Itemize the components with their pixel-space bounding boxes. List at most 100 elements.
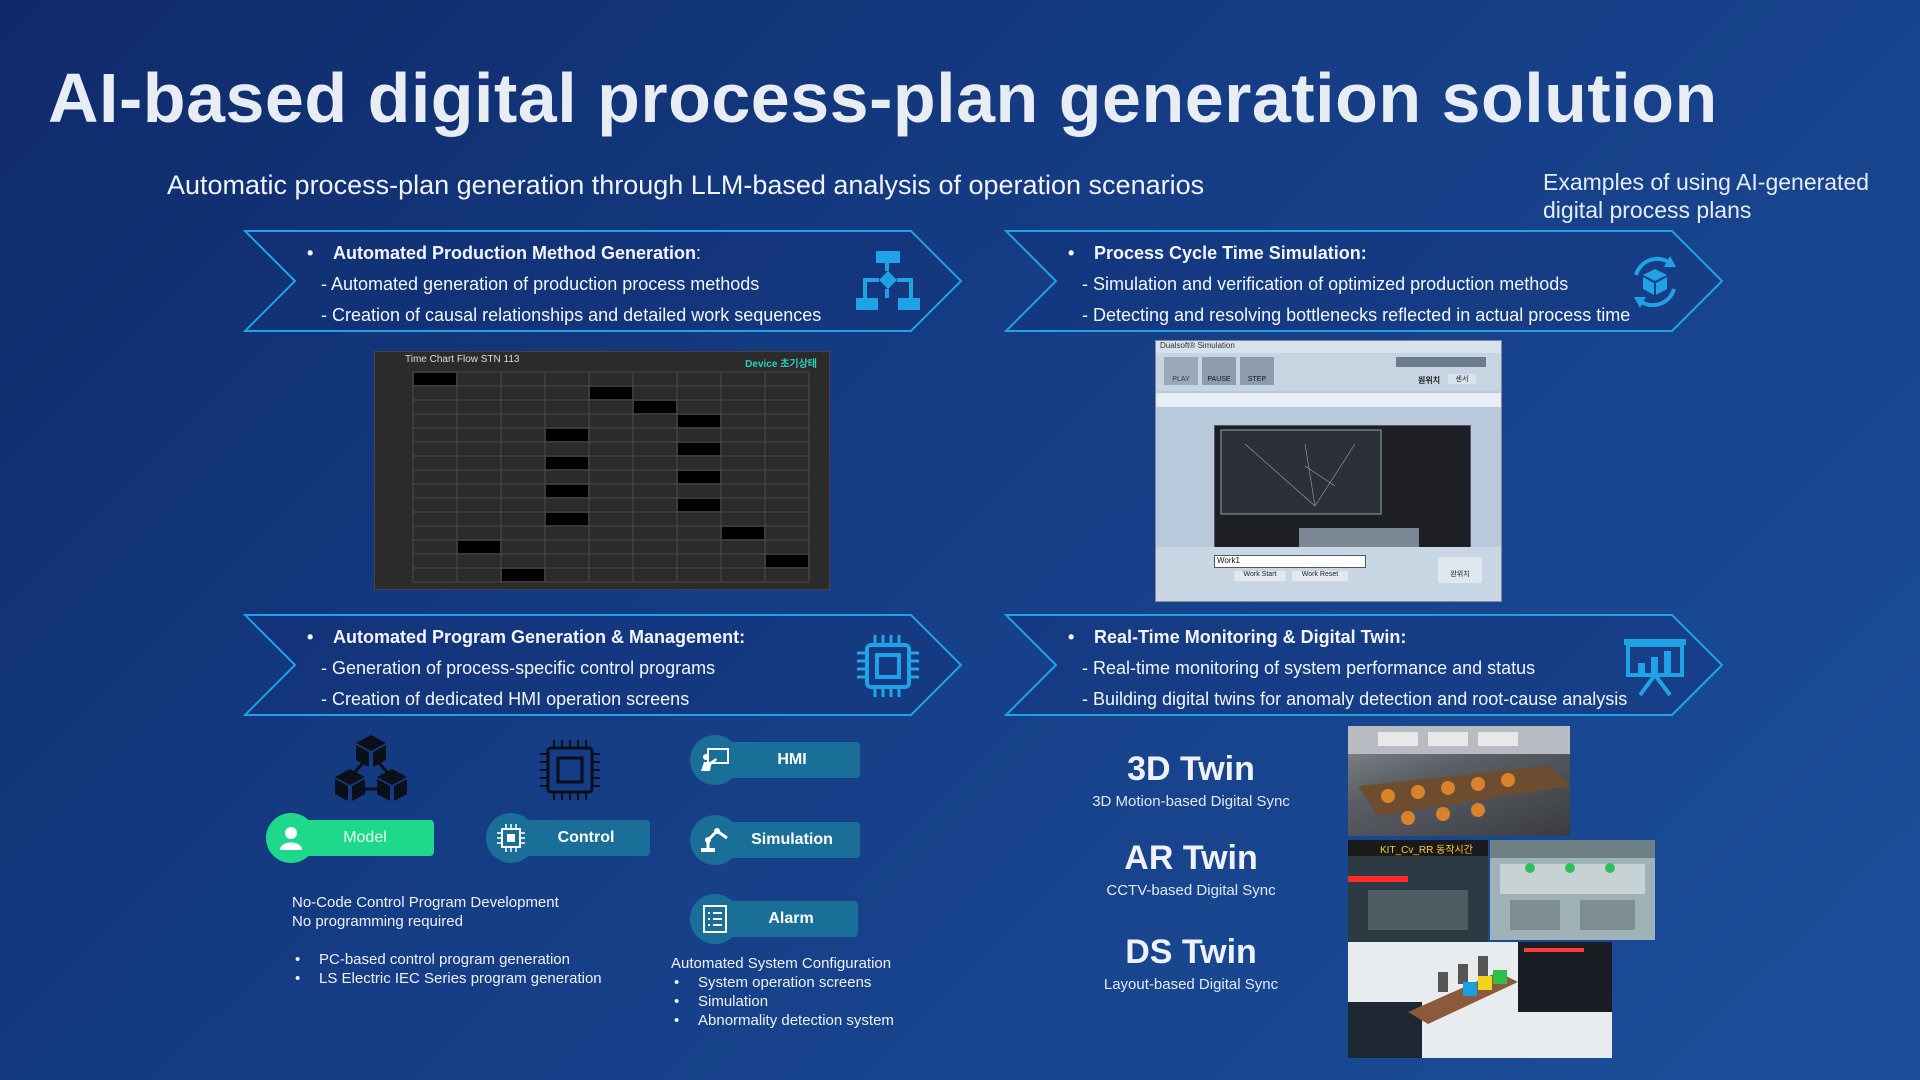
chevron-shape [1004,614,1724,716]
timeline-block [722,527,764,539]
sim-done-button[interactable]: 완위치 [1438,557,1482,583]
autoconfig-item: Simulation [671,992,894,1011]
card-heading: Real-Time Monitoring & Digital Twin: [1094,627,1407,647]
autoconfig-item: Abnormality detection system [671,1011,894,1030]
twin-name: DS Twin [1125,933,1257,971]
nocode-note: No-Code Control Program Development No p… [292,893,602,988]
nocode-line2: No programming required [292,913,463,930]
time-chart-grid [412,371,810,583]
play-button[interactable]: PLAY [1164,357,1198,385]
presentation-chart-icon [1624,639,1686,697]
timeline-block [678,443,720,455]
sim-diagram [1220,429,1419,548]
robot-arm-icon [690,815,740,865]
chevron-shape [243,230,963,332]
timeline-block [678,471,720,483]
timeline-block [546,429,588,441]
twin-name: AR Twin [1124,839,1258,877]
nocode-item: PC-based control program generation [292,950,602,969]
page-subtitle: Automatic process-plan generation throug… [167,170,1205,200]
sim-home-label: 원위치 [1418,376,1441,385]
timeline-block [590,387,632,399]
twin-name: 3D Twin [1127,750,1255,788]
card-line: - Automated generation of production pro… [321,274,760,294]
ds-twin-image [1348,942,1612,1058]
robot-line-illustration [1348,726,1570,825]
time-chart-device: Device 초기상태 [745,359,817,370]
model-label: Model [343,829,387,846]
chevron-shape [1004,230,1724,332]
card-line: - Real-time monitoring of system perform… [1082,658,1536,678]
timeline-block [766,555,808,567]
autoconfig-item: System operation screens [671,973,894,992]
network-cubes-icon [335,735,407,801]
user-icon [266,813,316,863]
card-heading: Automated Production Method Generation [333,243,696,263]
alarm-label: Alarm [768,910,814,927]
autoconfig-note: Automated System Configuration System op… [671,954,894,1030]
control-chip-icon [486,813,536,863]
work-reset-button[interactable]: Work Reset [1292,571,1348,581]
card-line: - Generation of process-specific control… [321,658,716,678]
card-line: Detecting and resolving bottlenecks refl… [1093,305,1631,325]
card-production-method: •Automated Production Method Generation:… [243,229,963,333]
sim-sensor-button[interactable]: 센서 [1448,374,1476,384]
simulation-label: Simulation [751,831,833,848]
sim-status-bar [1396,357,1486,367]
twin-desc: CCTV-based Digital Sync [1106,882,1276,899]
presenter-icon [690,735,740,785]
timeline-block [458,541,500,553]
timeline-block [546,513,588,525]
machine-illustration [1490,840,1655,930]
page-title: AI-based digital process-plan generation… [48,59,1718,137]
card-heading: Process Cycle Time Simulation: [1094,243,1367,263]
layout-illustration [1348,942,1612,1058]
twin-desc: 3D Motion-based Digital Sync [1092,793,1290,810]
card-program-generation: •Automated Program Generation & Manageme… [243,613,963,717]
step-button[interactable]: STEP [1240,357,1274,385]
control-label: Control [557,829,615,846]
twin-ar: AR Twin CCTV-based Digital Sync [1061,839,1321,899]
sim-canvas [1214,425,1471,549]
hmi-label: HMI [777,751,807,768]
timeline-block [546,457,588,469]
checklist-icon [690,894,740,944]
card-line: Simulation and verification of optimized… [1093,274,1569,294]
timeline-block [414,373,456,385]
sim-tabstrip [1156,393,1501,407]
timeline-block [546,485,588,497]
cube-cycle-icon [1634,256,1676,308]
twin-desc: Layout-based Digital Sync [1103,976,1279,993]
twin-3d: 3D Twin 3D Motion-based Digital Sync [1061,750,1321,810]
ar-twin-image-left: KIT_Cv_RR 동작시간 [1348,840,1488,942]
ar-twin-image-right [1490,840,1655,940]
simulation-screenshot: Dualsoft® Simulation PLAY PAUSE STEP 원위치… [1155,340,1502,602]
timeline-block [678,499,720,511]
sim-window-title: Dualsoft® Simulation [1156,341,1501,353]
work-start-button[interactable]: Work Start [1234,571,1286,581]
card-line: - Building digital twins for anomaly det… [1082,689,1628,709]
examples-label: Examples of using AI-generated digital p… [1543,169,1870,223]
card-monitoring: •Real-Time Monitoring & Digital Twin: - … [1004,613,1724,717]
pause-button[interactable]: PAUSE [1202,357,1236,385]
processor-icon [540,740,600,800]
time-chart-screenshot: Time Chart Flow STN 113 Device 초기상태 [374,351,830,590]
chevron-shape [243,614,963,716]
flowchart-icon [856,251,920,310]
nocode-line1: No-Code Control Program Development [292,894,559,911]
card-line: - Creation of dedicated HMI operation sc… [321,689,690,709]
chip-icon [857,635,919,697]
3d-twin-image [1348,726,1570,836]
timeline-block [502,569,544,581]
card-heading: Automated Program Generation & Managemen… [333,627,746,647]
autoconfig-heading: Automated System Configuration [671,955,892,972]
timeline-block [678,415,720,427]
ar-overlay-text: KIT_Cv_RR 동작시간 [1380,845,1473,856]
sim-work-select[interactable]: Work1 [1214,555,1366,568]
card-line: - Creation of causal relationships and d… [321,305,822,325]
timeline-block [634,401,676,413]
nocode-item: LS Electric IEC Series program generatio… [292,969,602,988]
time-chart-title: Time Chart Flow STN 113 [405,354,520,365]
card-cycle-time: •Process Cycle Time Simulation: - Simula… [1004,229,1724,333]
twin-ds: DS Twin Layout-based Digital Sync [1061,933,1321,993]
